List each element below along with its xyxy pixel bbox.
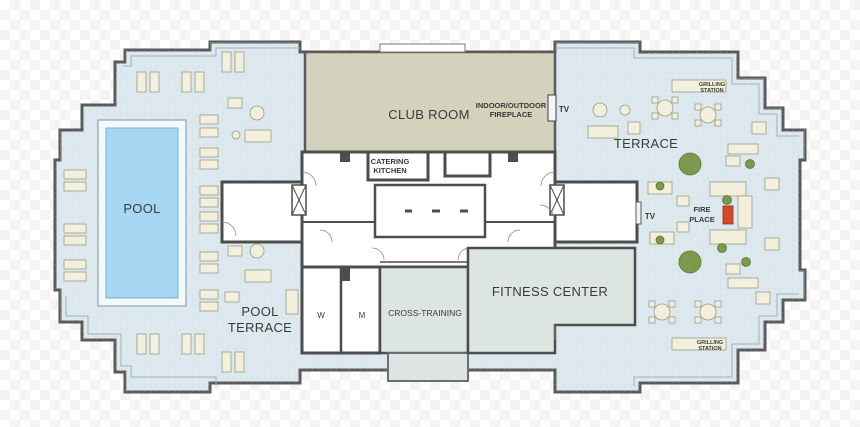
terrace-planters [655, 152, 755, 274]
fire-place-label-2: PLACE [689, 215, 714, 224]
catering-kitchen-label-1: CATERING [371, 157, 410, 166]
pool-label: POOL [123, 201, 160, 216]
mens-restroom-label: M [359, 311, 366, 320]
fire-place-hearth [722, 205, 734, 225]
grilling-station-bottom-2: STATION [698, 346, 721, 352]
pool-terrace-label-2: TERRACE [228, 320, 292, 335]
restrooms [300, 265, 382, 355]
terrace-furniture [587, 79, 780, 351]
indoor-outdoor-fireplace-label: INDOOR/OUTDOOR [476, 101, 547, 110]
fitness-center-label: FITNESS CENTER [492, 284, 608, 299]
club-room [303, 43, 557, 154]
terrace-dining-tables [648, 96, 722, 324]
grilling-station-top-2: STATION [700, 88, 723, 94]
cross-training-room [378, 261, 470, 382]
tv-terrace-label: TV [645, 212, 656, 221]
fireplace-label: FIREPLACE [490, 110, 533, 119]
fitness-center [466, 246, 637, 355]
fire-place-label-1: FIRE [693, 205, 710, 214]
right-wing [539, 180, 642, 244]
pool-deck-tables [224, 97, 265, 303]
tv-club-label: TV [559, 105, 570, 114]
cross-training-label: CROSS-TRAINING [388, 308, 462, 318]
pool [97, 119, 187, 307]
grilling-station-bottom-1: GRILLING [697, 340, 723, 346]
pool-lounge-chairs [63, 51, 299, 373]
terrace-label: TERRACE [614, 136, 678, 151]
catering-kitchen-label-2: KITCHEN [373, 166, 406, 175]
womens-restroom-label: W [317, 311, 325, 320]
grilling-station-top-1: GRILLING [699, 82, 725, 88]
left-wing [220, 180, 307, 244]
pool-terrace-label-1: POOL [241, 304, 278, 319]
club-room-label: CLUB ROOM [388, 107, 469, 122]
